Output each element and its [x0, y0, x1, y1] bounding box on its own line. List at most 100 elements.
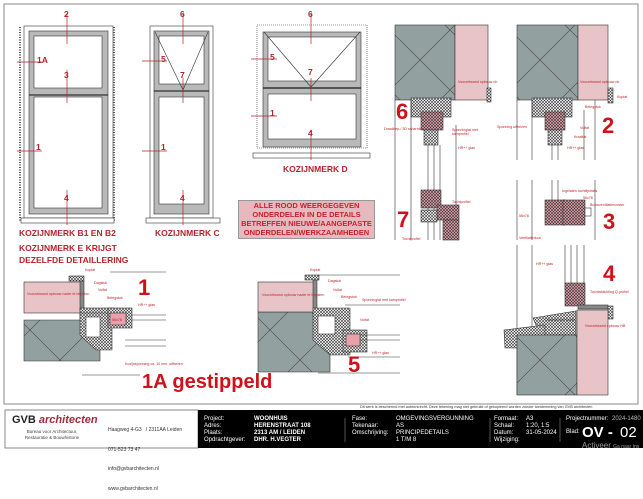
detail-label: HR++ glas [567, 146, 584, 150]
title-block-company [4, 409, 199, 449]
value: HERENSTRAAT 108 [254, 423, 311, 429]
detail-number-7: 7 [397, 207, 410, 232]
copyright-text: Dit werk is beschermd met auteursrecht. … [360, 405, 593, 409]
mark-7: 7 [180, 70, 185, 80]
detail-label: Tochtprofiel [402, 237, 421, 241]
detail-label: Voorzetwand opbouw nb [580, 80, 620, 84]
project-number: 2024-1480 [612, 416, 641, 422]
address: Haagweg 4-G3 / 2311AA Leiden [108, 427, 183, 433]
detail-label: Kopiat [617, 95, 628, 99]
mark-2: 2 [64, 9, 69, 19]
detail-label: Voorzetwand opbouw HB [585, 324, 626, 328]
detail-1a-label: 1A gestippeld [142, 371, 273, 393]
detail-number-6: 6 [396, 99, 409, 124]
mark-4: 4 [64, 193, 69, 203]
value [526, 437, 557, 444]
detail-label: Tochtprofiel [452, 200, 471, 204]
mark-4: 4 [308, 128, 313, 138]
note-line: ALLE ROOD WEERGEGEVEN [253, 201, 360, 210]
project-values: WOONHUIS HERENSTRAAT 108 2313 AM / LEIDE… [254, 416, 311, 444]
note-line: BETREFFEN NIEUWE/AANGEPASTE [241, 219, 372, 228]
project-number-label: Projectnummer: [566, 416, 609, 422]
detail-label: Onderdorpel kozijn [545, 318, 576, 322]
logo-gvb: GVB [12, 414, 36, 426]
mark-5: 5 [161, 54, 166, 64]
e-note-1: KOZIJNMERK E KRIJGT [19, 243, 117, 253]
value: AS [396, 423, 405, 429]
value: PRINCIPEDETAILS [396, 430, 449, 436]
key: Adres: [204, 423, 222, 429]
detail-label: Ingelaten tochtlijstrails [562, 189, 598, 193]
detail-label: Vulfat [360, 318, 370, 322]
detail-label: Sponninglat met kamprofiel [452, 128, 478, 137]
email-link[interactable]: info@gvbarchitecten.nl [108, 466, 159, 472]
detail-4 [503, 245, 614, 396]
detail-label: Dagstuk [94, 281, 108, 285]
mark-1a: 1A [37, 55, 48, 65]
detail-5 [257, 274, 400, 374]
detail-number-2: 2 [602, 113, 615, 138]
key: Plaats: [204, 430, 223, 436]
mark-6: 6 [308, 9, 313, 19]
elevation-d [251, 14, 371, 160]
value: 1:20, 1:5 [526, 423, 550, 429]
detail-label: HR++ glas [536, 262, 553, 266]
detail-label: Draaikiep-/ 3D scharnier [384, 127, 423, 131]
detail-label: Ventilatieduur [519, 236, 541, 240]
detail-label: 56x78 [583, 196, 593, 200]
detail-label: Tochtafdichting Q-profiel [590, 290, 629, 294]
mark-7: 7 [308, 67, 313, 77]
e-note-2: DEZELFDE DETAILLERING [19, 255, 129, 265]
value: 2313 AM / LEIDEN [254, 430, 306, 436]
website-link[interactable]: www.gvbarchitecten.nl [108, 485, 158, 492]
detail-1 [23, 271, 166, 376]
mark-6: 6 [180, 9, 185, 19]
mark-3: 3 [64, 70, 69, 80]
sheet-border [3, 3, 639, 405]
mark-1: 1 [161, 142, 166, 152]
detail-label: Voorzetwand opbouw nb [458, 80, 498, 84]
phase-values: OMGEVINGSVERGUNNING AS PRINCIPEDETAILS 1… [396, 416, 474, 444]
detail-label: Kopiat [85, 268, 96, 272]
value: DHR. H.VEGTER [254, 437, 302, 443]
title-c: KOZIJNMERK C [155, 228, 220, 238]
note-line: ONDERDELEN/WERKZAAMHEDEN [243, 228, 370, 237]
key: Omschrijving: [352, 430, 389, 436]
detail-label: Vulfat [333, 288, 343, 292]
value: 1 T/M 8 [396, 437, 417, 443]
tagline-2: Restauratie & Bouwhistorie [24, 435, 80, 440]
logo-architecten: architecten [38, 414, 98, 426]
project-keys: Project: Adres: Plaats: Opdrachtgever: [204, 416, 245, 444]
watermark-line: Activeer [582, 441, 611, 450]
detail-label: Bouwventilatierooster [590, 203, 625, 207]
detail-label: Kozijnsponning ca. 10 mm. uitfrezen [125, 362, 183, 366]
activation-watermark: Activeer Ga naar Ins [582, 441, 639, 452]
mark-1: 1 [36, 142, 41, 152]
detail-label: HR++ glas [458, 146, 475, 150]
detail-number-4: 4 [603, 261, 616, 286]
format-keys: Formaat: Schaal: Datum: Wijziging: [494, 416, 520, 444]
detail-label: Voorzetwand opbouw nader te bepalen [27, 292, 90, 296]
key: Project: [204, 416, 225, 422]
detail-label: HR++ glas [372, 351, 389, 355]
elevation-c [142, 14, 221, 225]
sheet-number: 02 [620, 424, 637, 441]
detail-label: HR++ glas [138, 303, 155, 307]
key: Schaal: [494, 423, 515, 429]
detail-label: Vulfat [98, 288, 108, 292]
tagline-1: Bureau voor Architectuur, [26, 429, 78, 434]
detail-label: Sponninglat met kamprofiel [362, 298, 406, 302]
title-block-black [198, 410, 643, 448]
red-note-box: ALLE ROOD WEERGEGEVEN ONDERDELEN IN DE D… [238, 200, 375, 239]
drawing-sheet [3, 3, 643, 449]
detail-2-3 [516, 24, 614, 240]
detail-number-3: 3 [603, 209, 616, 234]
key: Wijziging: [494, 437, 520, 443]
detail-label: Sponning uitfrezen [497, 125, 527, 129]
value: 31-05-2024 [526, 430, 557, 436]
detail-label: 56x78 [519, 214, 529, 218]
sheet-prefix: OV - [582, 424, 613, 441]
company-contact: Haagweg 4-G3 / 2311AA Leiden 071-523 73 … [108, 414, 182, 499]
detail-label: Kraaltat [574, 135, 587, 139]
mark-5: 5 [270, 52, 275, 62]
